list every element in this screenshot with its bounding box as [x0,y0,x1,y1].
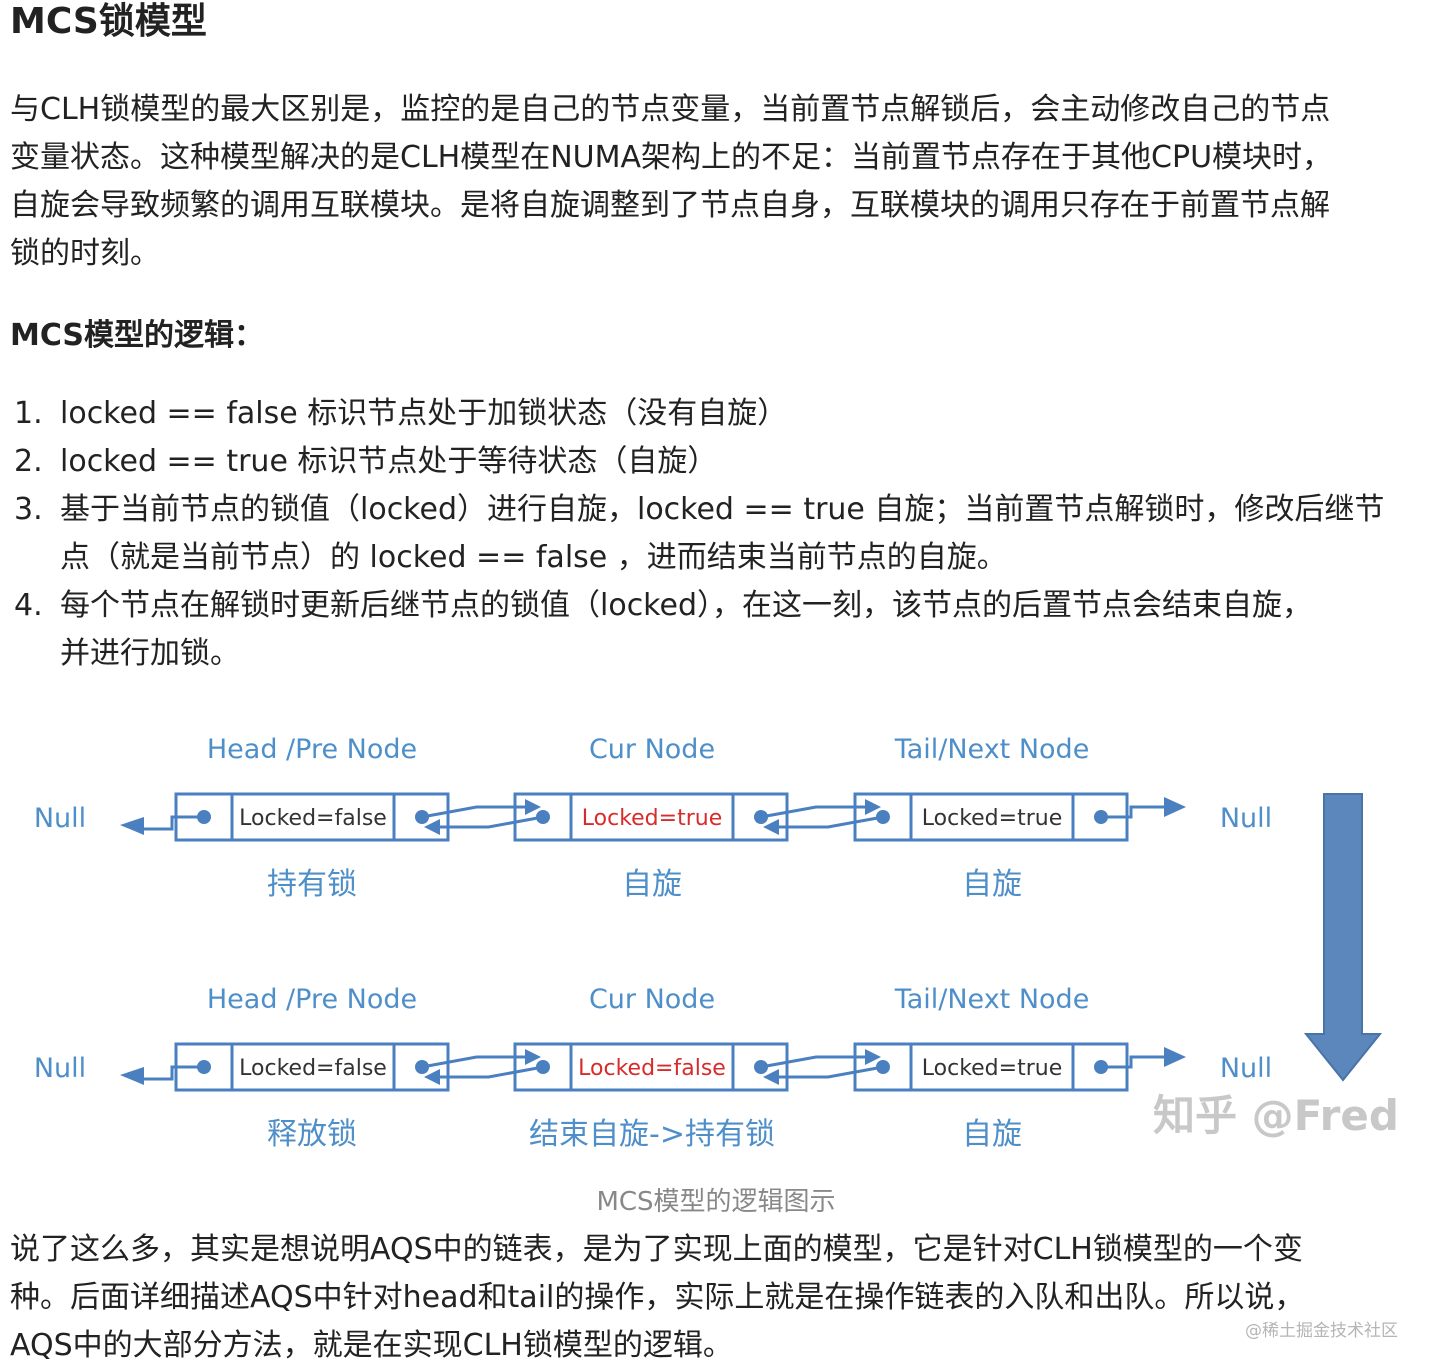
null-pointer-left [140,1065,204,1081]
prev-pointer [434,1065,544,1079]
logic-heading: MCS模型的逻辑： [10,318,265,353]
arrowhead-icon [120,1067,144,1085]
logic-list: 1. locked == false 标识节点处于加锁状态（没有自旋） 2. l… [14,390,1426,678]
next-pointer [421,805,531,819]
node-box [513,792,789,842]
null-pointer-left [140,815,204,831]
list-line: locked == false 标识节点处于加锁状态（没有自旋） [60,396,788,431]
locked-value: Locked=false [239,1056,387,1081]
list-item: 3. 基于当前节点的锁值（locked）进行自旋，locked == true … [14,486,1426,582]
node-status: 释放锁 [267,1117,357,1152]
intro-paragraph: 与CLH锁模型的最大区别是，监控的是自己的节点变量，当前置节点解锁后，会主动修改… [10,86,1422,278]
arrowhead-icon [120,817,144,835]
arrowhead-icon [763,1069,779,1085]
list-item: 1. locked == false 标识节点处于加锁状态（没有自旋） [14,390,1426,438]
down-arrow-icon [1303,793,1383,1082]
node-status: 自旋 [962,867,1022,902]
outro-paragraph: 说了这么多，其实是想说明AQS中的链表，是为了实现上面的模型，它是针对CLH锁模… [10,1226,1422,1370]
null-label-right: Null [1220,1053,1272,1084]
next-pointer [760,1055,871,1069]
list-item: 4. 每个节点在解锁时更新后继节点的锁值（locked），在这一刻，该节点的后置… [14,582,1426,678]
prev-pointer [434,815,544,829]
list-number: 3. [14,492,43,527]
list-number: 2. [14,444,43,479]
list-item: 2. locked == true 标识节点处于等待状态（自旋） [14,438,1426,486]
node-status: 自旋 [962,1117,1022,1152]
null-label-right: Null [1220,803,1272,834]
node-title: Cur Node [589,984,715,1015]
list-line: 每个节点在解锁时更新后继节点的锁值（locked），在这一刻，该节点的后置节点会… [60,588,1312,623]
list-line: 点（就是当前节点）的 locked == false ，进而结束当前节点的自旋。 [60,540,1007,575]
node-status: 结束自旋->持有锁 [529,1117,775,1152]
arrowhead-icon [865,799,881,815]
node-title: Head /Pre Node [207,734,417,765]
locked-value: Locked=true [922,806,1062,831]
list-line: 基于当前节点的锁值（locked）进行自旋，locked == true 自旋；… [60,492,1385,527]
outro-line: AQS中的大部分方法，就是在实现CLH锁模型的逻辑。 [10,1328,733,1363]
null-label-left: Null [34,1053,86,1084]
arrowhead-icon [424,819,440,835]
prev-pointer [773,1065,884,1079]
null-pointer-right [1101,1055,1168,1069]
list-line: 并进行加锁。 [60,636,240,671]
list-number: 4. [14,588,43,623]
list-line: locked == true 标识节点处于等待状态（自旋） [60,444,718,479]
node-title: Cur Node [589,734,715,765]
next-pointer [421,1055,531,1069]
next-pointer [760,805,871,819]
null-pointer-right [1101,805,1168,819]
locked-value: Locked=false [239,806,387,831]
node-title: Tail/Next Node [894,734,1090,765]
arrowhead-icon [1164,1047,1186,1067]
locked-value: Locked=false [578,1056,726,1081]
arrowhead-icon [525,1049,541,1065]
null-label-left: Null [34,803,86,834]
node-status: 自旋 [622,867,682,902]
locked-value: Locked=true [582,806,722,831]
arrowhead-icon [865,1049,881,1065]
outro-line: 种。后面详细描述AQS中针对head和tail的操作，实际上就是在操作链表的入队… [10,1280,1305,1315]
intro-line: 与CLH锁模型的最大区别是，监控的是自己的节点变量，当前置节点解锁后，会主动修改… [10,92,1331,127]
prev-pointer [773,815,884,829]
node-status: 持有锁 [267,867,357,902]
intro-line: 锁的时刻。 [10,236,160,271]
outro-line: 说了这么多，其实是想说明AQS中的链表，是为了实现上面的模型，它是针对CLH锁模… [10,1232,1303,1267]
watermark: 知乎 @Fred [1153,1091,1399,1140]
intro-line: 变量状态。这种模型解决的是CLH模型在NUMA架构上的不足：当前置节点存在于其他… [10,140,1333,175]
arrowhead-icon [525,799,541,815]
locked-value: Locked=true [922,1056,1062,1081]
list-number: 1. [14,396,43,431]
page-title: MCS锁模型 [10,1,207,42]
figure-caption: MCS模型的逻辑图示 [596,1187,836,1217]
arrowhead-icon [763,819,779,835]
arrowhead-icon [424,1069,440,1085]
node-title: Head /Pre Node [207,984,417,1015]
node-title: Tail/Next Node [894,984,1090,1015]
node-box [513,1042,789,1092]
node-box [853,1042,1129,1092]
intro-line: 自旋会导致频繁的调用互联模块。是将自旋调整到了节点自身，互联模块的调用只存在于前… [10,188,1330,223]
arrowhead-icon [1164,797,1186,817]
site-credit: @稀土掘金技术社区 [1245,1321,1398,1341]
